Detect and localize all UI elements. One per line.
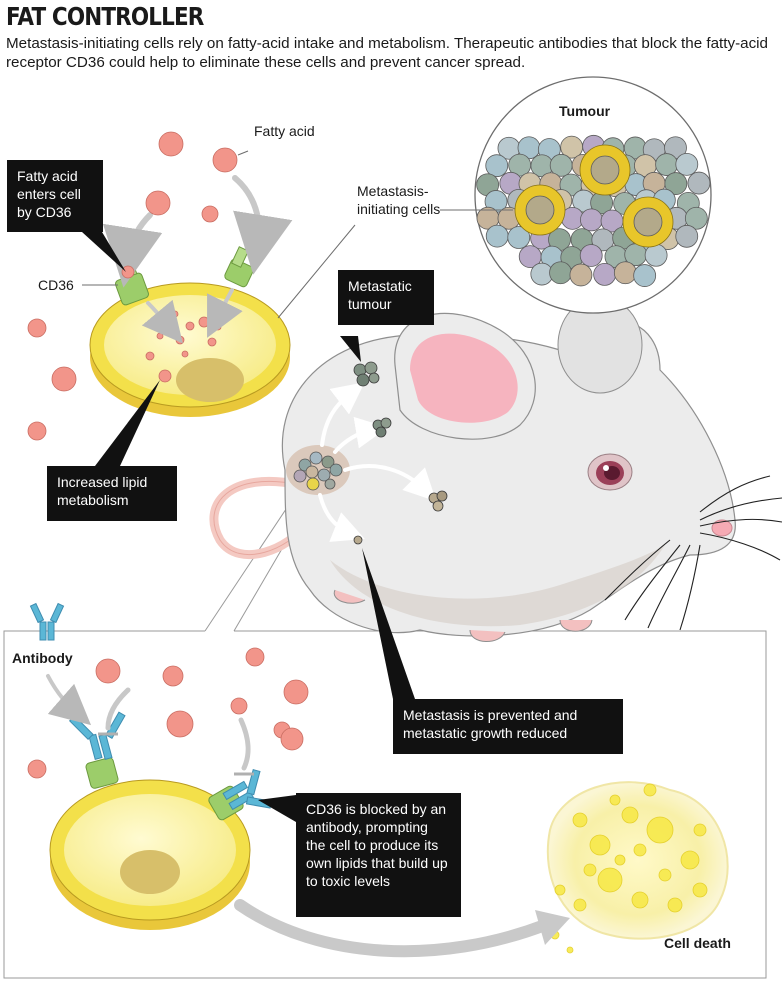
tumour-cell bbox=[687, 171, 711, 195]
lipid-droplet bbox=[566, 946, 574, 954]
tumour-cell bbox=[675, 224, 699, 248]
tumour-cell bbox=[549, 261, 572, 285]
label-antibody: Antibody bbox=[12, 650, 73, 666]
tumour-cell bbox=[633, 264, 657, 287]
tumour-cell bbox=[613, 261, 637, 285]
tumour-cell bbox=[485, 154, 509, 178]
lipid-droplet bbox=[572, 812, 588, 828]
lipid-droplet bbox=[554, 884, 566, 896]
label-cd36: CD36 bbox=[38, 277, 74, 293]
tumour-cell bbox=[593, 262, 617, 286]
lipid-droplet bbox=[658, 868, 672, 882]
tumour-zoom bbox=[474, 76, 712, 314]
figure-subtitle: Metastasis-initiating cells rely on fatt… bbox=[6, 35, 769, 71]
tumour-cell bbox=[569, 263, 593, 287]
label-metastasis-initiating-cells: Metastasis-initiating cells bbox=[357, 183, 441, 217]
callout-enters-cell: Fatty acid enters cell by CD36 bbox=[7, 160, 103, 232]
label-cell-death: Cell death bbox=[664, 935, 731, 951]
fatty-acid-droplets-bottom bbox=[27, 647, 309, 779]
lipid-droplet bbox=[643, 783, 657, 797]
lipid-droplet bbox=[597, 867, 623, 893]
lipid-droplet bbox=[667, 897, 683, 913]
lipid-droplet bbox=[609, 794, 621, 806]
lipid-droplet bbox=[589, 834, 611, 856]
fatty-acid-droplets-top bbox=[27, 131, 238, 441]
figure-title: FAT CONTROLLER bbox=[6, 2, 204, 31]
death-arrow bbox=[234, 899, 551, 958]
lipid-droplet bbox=[693, 823, 707, 837]
cell-bottom bbox=[46, 674, 272, 930]
callout-metastatic-tumour: Metastatic tumour bbox=[338, 270, 434, 325]
tumour-cell bbox=[507, 226, 531, 249]
bottom-panel-frame bbox=[3, 630, 767, 979]
mouse-whiskers bbox=[604, 475, 782, 631]
lipid-droplet bbox=[583, 863, 597, 877]
dying-cell bbox=[546, 781, 729, 954]
antibody-bound bbox=[68, 711, 272, 811]
antibody-icon bbox=[29, 602, 65, 641]
lipid-droplet bbox=[631, 891, 649, 909]
tumour-cell bbox=[485, 224, 509, 248]
nucleus-bottom bbox=[120, 850, 180, 894]
lipid-droplet bbox=[614, 854, 626, 866]
tumour-cell bbox=[675, 152, 699, 176]
tumour-cell bbox=[664, 172, 688, 195]
label-fatty-acid: Fatty acid bbox=[254, 123, 315, 139]
metastatic-nodules bbox=[353, 361, 448, 545]
mouse-nose bbox=[711, 519, 733, 537]
nucleus-top bbox=[176, 358, 244, 402]
lipid-droplet bbox=[573, 898, 587, 912]
tumour-cell bbox=[579, 244, 603, 267]
lipid-droplet bbox=[621, 806, 639, 824]
lipid-droplet bbox=[633, 843, 647, 857]
mouse bbox=[209, 296, 782, 642]
tumour-cell bbox=[684, 206, 708, 230]
cell-top bbox=[89, 175, 293, 417]
tumour-cell bbox=[644, 243, 668, 267]
callout-metastasis-prevented: Metastasis is prevented and metastatic g… bbox=[393, 699, 623, 754]
callout-cd36-blocked: CD36 is blocked by an antibody, promptin… bbox=[296, 793, 461, 917]
lipid-droplet bbox=[646, 816, 674, 844]
tumour-cell bbox=[655, 153, 679, 176]
lipid-droplet bbox=[692, 882, 708, 898]
callout-increased-lipid: Increased lipid metabolism bbox=[47, 466, 177, 521]
lipid-droplet bbox=[680, 850, 700, 870]
tumour-cell bbox=[580, 208, 603, 232]
label-tumour: Tumour bbox=[559, 103, 611, 119]
